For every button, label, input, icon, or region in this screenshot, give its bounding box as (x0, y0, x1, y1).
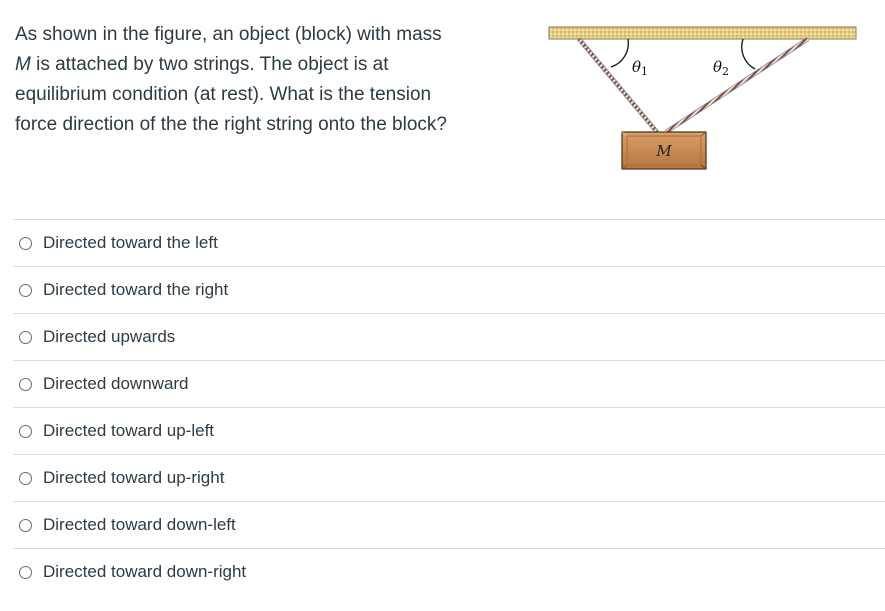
answer-label: Directed downward (43, 374, 189, 393)
answer-label: Directed toward the right (43, 280, 229, 299)
block-label: M (655, 142, 672, 160)
angle-arc-left (610, 38, 630, 68)
radio-button-icon[interactable] (19, 518, 32, 532)
radio-button-icon[interactable] (19, 236, 32, 250)
radio-button-icon[interactable] (19, 283, 32, 297)
mass-variable: M (15, 54, 31, 75)
answer-label: Directed upwards (43, 327, 176, 346)
answer-option[interactable]: Directed toward down-left (13, 501, 885, 548)
answer-label: Directed toward down-left (43, 515, 236, 534)
radio-button-icon[interactable] (19, 471, 32, 485)
answer-label: Directed toward down-right (43, 562, 247, 581)
answer-option[interactable]: Directed downward (13, 360, 885, 407)
answer-option[interactable]: Directed toward up-left (13, 407, 885, 454)
answer-option[interactable]: Directed toward the right (13, 266, 885, 313)
left-string (577, 37, 659, 134)
answer-option[interactable]: Directed toward up-right (13, 454, 885, 501)
physics-figure: θ1 θ2 M (540, 15, 870, 180)
answer-label: Directed toward the left (43, 233, 218, 252)
radio-button-icon[interactable] (19, 565, 32, 579)
theta-1-label: θ1 (632, 58, 648, 78)
theta-2-label: θ2 (713, 58, 729, 78)
radio-button-icon[interactable] (19, 330, 32, 344)
answer-option[interactable]: Directed toward down-right (13, 548, 885, 595)
question-text: As shown in the figure, an object (block… (15, 20, 455, 140)
right-string (664, 37, 810, 134)
radio-button-icon[interactable] (19, 377, 32, 391)
question-text-part-2: is attached by two strings. The object i… (15, 54, 447, 135)
ceiling (548, 26, 857, 40)
answer-option[interactable]: Directed upwards (13, 313, 885, 360)
question-text-part-1: As shown in the figure, an object (block… (15, 24, 442, 45)
answer-option[interactable]: Directed toward the left (13, 219, 885, 266)
answer-list: Directed toward the left Directed toward… (13, 219, 885, 595)
radio-button-icon[interactable] (19, 424, 32, 438)
angle-arc-right (741, 38, 756, 70)
mass-block: M (621, 131, 707, 170)
answer-label: Directed toward up-left (43, 421, 215, 440)
answer-label: Directed toward up-right (43, 468, 225, 487)
